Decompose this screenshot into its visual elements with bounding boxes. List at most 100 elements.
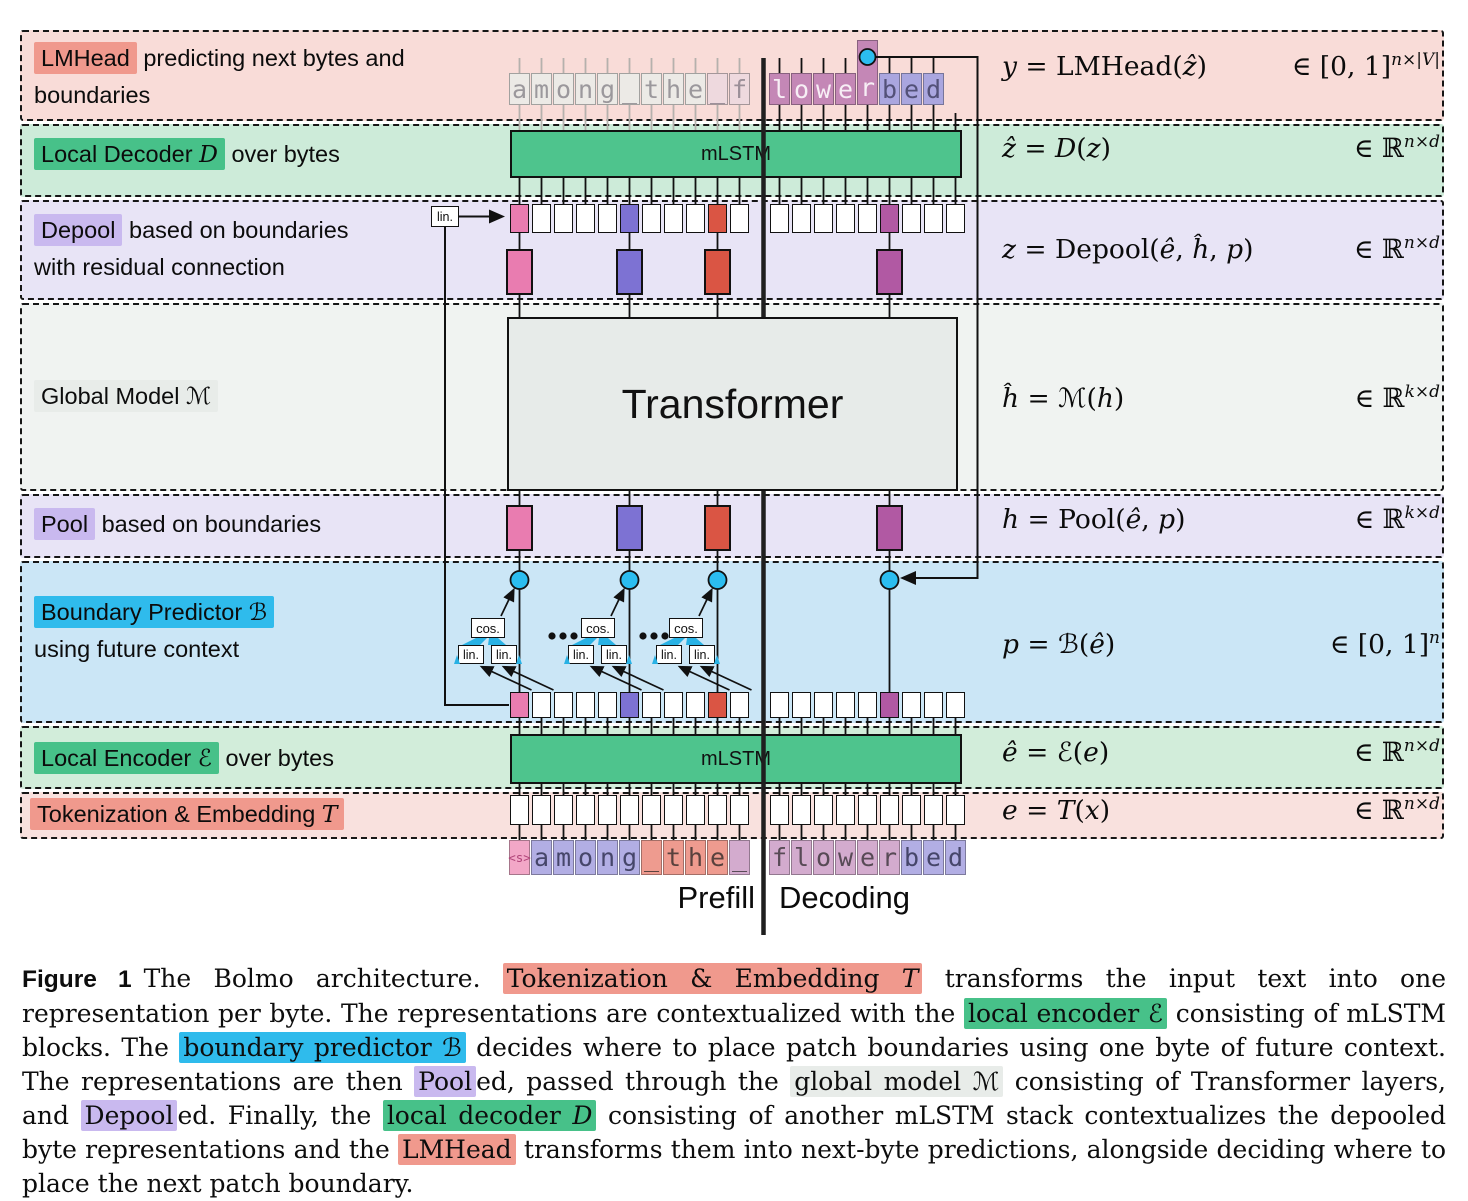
highlight-green: local decoder D	[382, 1100, 597, 1131]
text-segment: ĥ	[1002, 382, 1020, 414]
encoded-byte-box	[554, 692, 573, 718]
formula-depool: z = Depool(ê, ĥ, p)∈ ℝn×d	[1002, 233, 1440, 273]
depool-byte-box-patch-end	[708, 204, 727, 233]
text-segment: h	[1096, 382, 1114, 414]
text-segment: p	[1158, 503, 1176, 535]
text-segment: Depool	[84, 1101, 174, 1130]
text-segment: ed, passed through the	[476, 1067, 791, 1096]
encoded-byte-box	[858, 692, 877, 718]
depool-byte-box	[924, 204, 943, 233]
text-segment: Tokenization & Embedding	[506, 964, 902, 993]
text-segment: based on boundaries	[95, 511, 322, 537]
decoder-mlstm-block: mLSTM	[510, 130, 962, 178]
label-line: boundaries	[34, 77, 405, 114]
encoded-byte-box	[532, 692, 551, 718]
depool-byte-box	[946, 204, 965, 233]
text-segment: predicting next bytes and	[136, 45, 405, 71]
encoded-byte-box	[576, 692, 595, 718]
predicted-byte-cell: o	[552, 73, 575, 105]
text-segment: Tokenization & Embedding	[37, 801, 322, 827]
text-segment: Pool	[41, 511, 89, 537]
text-segment: ẑ	[1002, 132, 1016, 164]
predicted-byte-cell: a	[508, 73, 531, 105]
boundary-lin-right-box: lin.	[491, 645, 517, 664]
text-segment: p	[1002, 628, 1019, 660]
formula-membership: ∈ [0, 1]n	[1329, 628, 1440, 660]
boundary-cos-box: cos.	[581, 618, 615, 638]
text-segment: D	[199, 140, 218, 168]
encoded-byte-box	[770, 692, 789, 718]
encoded-byte-box	[902, 692, 921, 718]
band-label-encoder: Local Encoder ℰ over bytes	[34, 740, 334, 777]
depool-byte-box	[770, 204, 789, 233]
label-line: using future context	[34, 631, 274, 668]
encoded-byte-box	[730, 692, 749, 718]
text-segment: Depool	[41, 217, 116, 243]
highlight-green: local encoder ℰ	[963, 998, 1168, 1029]
input-byte-cell: t	[662, 840, 685, 875]
label-line: Tokenization & Embedding T	[30, 796, 345, 833]
label-line: Local Decoder D over bytes	[34, 136, 340, 173]
band-label-global: Global Model ℳ	[34, 378, 219, 415]
formula-superscript: n×d	[1403, 794, 1440, 814]
input-byte-cell: h	[684, 840, 707, 875]
boundary-lin-right-box: lin.	[601, 645, 627, 664]
text-segment: ẑ	[1182, 50, 1197, 82]
depool-byte-box	[642, 204, 661, 233]
predicted-byte-cell: h	[662, 73, 685, 105]
formula-tokenization: e = T(x)∈ ℝn×d	[1002, 794, 1440, 834]
depool-byte-box	[730, 204, 749, 233]
text-segment: Pool	[418, 1067, 473, 1096]
text-segment: = Pool(	[1019, 503, 1126, 535]
text-segment: ê	[1159, 233, 1176, 265]
text-segment: LMHead	[401, 1135, 512, 1164]
encoded-byte-box	[664, 692, 683, 718]
encoded-byte-box	[598, 692, 617, 718]
input-byte-cell: <s>	[508, 840, 531, 875]
text-segment: local decoder	[386, 1101, 573, 1130]
text-segment: T	[321, 800, 338, 828]
text-segment: Global Model	[41, 383, 186, 409]
formula-lhs: ĥ = ℳ(h)	[1002, 383, 1124, 414]
formula-lhs: y = LMHead(ẑ)	[1002, 51, 1207, 82]
highlight-purple: Pool	[414, 1066, 477, 1097]
text-segment: T	[901, 964, 919, 993]
text-segment: The Bolmo architecture.	[143, 964, 503, 993]
text-segment: based on boundaries	[122, 217, 349, 243]
text-segment: h	[1002, 503, 1020, 535]
text-segment: x	[1084, 794, 1100, 826]
encoded-byte-box-patch-end	[620, 692, 639, 718]
text-segment: boundary predictor	[183, 1033, 443, 1062]
boundary-lin-left-box: lin.	[458, 645, 484, 664]
text-segment: )	[1098, 736, 1110, 768]
encoded-byte-box	[814, 692, 833, 718]
predicted-byte-cell: g	[596, 73, 619, 105]
formula-membership: ∈ ℝn×d	[1353, 736, 1440, 768]
formula-superscript: k×d	[1404, 503, 1440, 523]
encoded-byte-box	[924, 692, 943, 718]
pool-patch-box	[704, 505, 731, 551]
label-line: LMHead predicting next bytes and	[34, 40, 405, 77]
formula-lhs: ê = ℰ(e)	[1002, 737, 1109, 768]
predicted-byte-cell: d	[922, 73, 945, 105]
input-byte-cell: f	[768, 840, 791, 875]
depool-byte-box-patch-end	[620, 204, 639, 233]
encoded-byte-box	[836, 692, 855, 718]
predicted-byte-cell: e	[684, 73, 707, 105]
token-embedding-box	[532, 795, 551, 825]
text-segment: ℰ	[197, 745, 213, 771]
highlight-green: Local Decoder D	[34, 138, 225, 170]
text-segment: ℳ	[972, 1067, 1000, 1096]
predicted-byte-cell: w	[812, 73, 835, 105]
predicted-byte-cell: l	[768, 73, 791, 105]
text-segment: Local Encoder	[41, 745, 198, 771]
text-segment: )	[1099, 794, 1111, 826]
encoder-mlstm-block: mLSTM	[510, 734, 962, 784]
depool-byte-box	[858, 204, 877, 233]
input-byte-cell: a	[530, 840, 553, 875]
text-segment: ê	[1089, 628, 1105, 660]
token-embedding-box	[946, 795, 965, 825]
text-segment: ĥ	[1192, 233, 1210, 265]
